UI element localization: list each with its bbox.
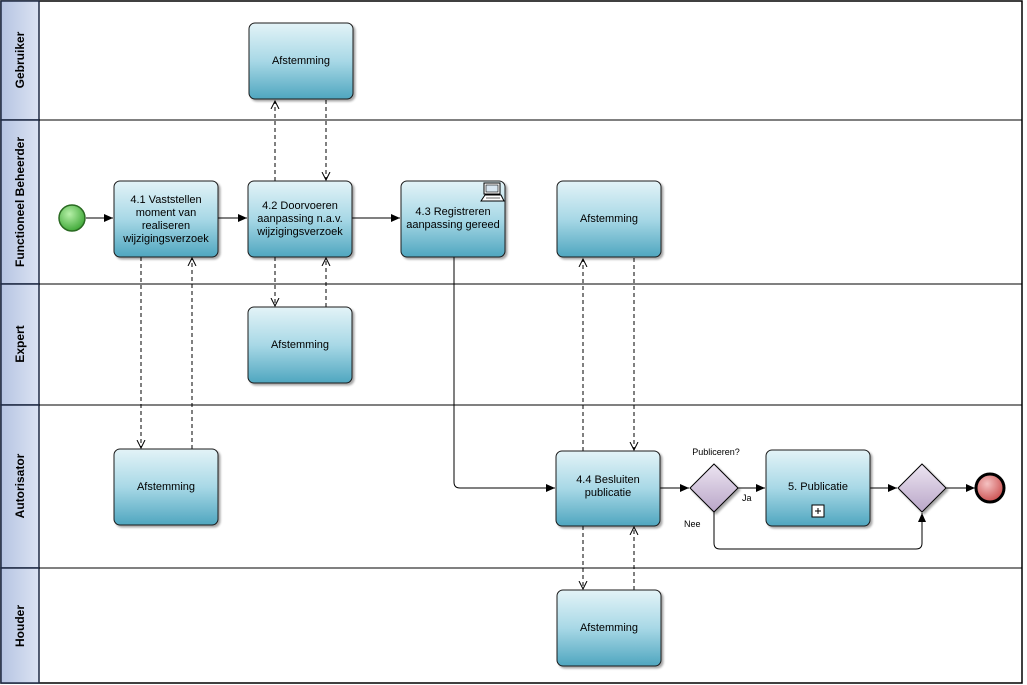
lane-expert: Expert bbox=[0, 283, 40, 406]
task-label-line: aanpassing n.a.v. bbox=[257, 213, 342, 225]
lane-functioneel-beheerder: Functioneel Beheerder bbox=[0, 119, 40, 285]
task-label: Afstemming bbox=[271, 339, 329, 351]
task-afstemming-houder: Afstemming bbox=[556, 589, 662, 667]
task-4-3-registreren: 4.3 Registreren aanpassing gereed bbox=[400, 180, 506, 258]
task-4-4-besluiten: 4.4 Besluiten publicatie bbox=[555, 450, 661, 527]
gateway-publiceren bbox=[689, 463, 739, 513]
expand-plus-icon bbox=[811, 504, 825, 518]
task-label: Afstemming bbox=[137, 481, 195, 493]
task-label-line: 4.2 Doorvoeren bbox=[262, 200, 338, 212]
lane-houder: Houder bbox=[0, 567, 40, 684]
lane-gebruiker: Gebruiker bbox=[0, 0, 40, 121]
sequence-flows bbox=[86, 214, 975, 550]
task-label-line: realiseren bbox=[142, 220, 190, 232]
lane-label-houder: Houder bbox=[13, 605, 27, 647]
task-label: Afstemming bbox=[580, 213, 638, 225]
task-afstemming-functioneel: Afstemming bbox=[556, 180, 662, 258]
task-label-line: wijzigingsverzoek bbox=[122, 233, 209, 245]
task-label-line: 4.4 Besluiten bbox=[576, 474, 640, 486]
lane-label-gebruiker: Gebruiker bbox=[13, 31, 27, 88]
sequence-flow-no bbox=[713, 512, 926, 550]
gateway-no-label: Nee bbox=[684, 519, 701, 529]
task-afstemming-autorisator: Afstemming bbox=[113, 448, 219, 526]
gateway-yes-label: Ja bbox=[742, 493, 752, 503]
computer-icon bbox=[480, 182, 505, 202]
task-afstemming-gebruiker: Afstemming bbox=[248, 22, 354, 100]
subprocess-5-publicatie: 5. Publicatie bbox=[765, 449, 871, 527]
task-4-1-vaststellen: 4.1 Vaststellen moment van realiseren wi… bbox=[113, 180, 219, 258]
task-label: Afstemming bbox=[272, 55, 330, 67]
dashed-flows bbox=[141, 100, 634, 590]
end-event bbox=[974, 472, 1006, 504]
task-4-2-doorvoeren: 4.2 Doorvoeren aanpassing n.a.v. wijzigi… bbox=[247, 180, 353, 258]
gateway-question-label: Publiceren? bbox=[692, 447, 740, 457]
task-label-line: aanpassing gereed bbox=[406, 219, 500, 231]
gateway-merge bbox=[897, 463, 947, 513]
lane-label-autorisator: Autorisator bbox=[13, 453, 27, 518]
task-label-line: 4.1 Vaststellen bbox=[130, 194, 201, 206]
sequence-flow bbox=[453, 257, 555, 492]
task-label-line: 4.3 Registreren bbox=[415, 206, 490, 218]
task-label-line: moment van bbox=[136, 207, 197, 219]
task-label: Afstemming bbox=[580, 622, 638, 634]
task-afstemming-expert: Afstemming bbox=[247, 306, 353, 384]
start-event bbox=[58, 204, 86, 232]
task-label-line: wijzigingsverzoek bbox=[256, 226, 343, 238]
lane-label-functioneel-beheerder: Functioneel Beheerder bbox=[13, 137, 27, 267]
task-label-line: publicatie bbox=[585, 487, 631, 499]
task-label: 5. Publicatie bbox=[788, 481, 848, 493]
lane-label-expert: Expert bbox=[13, 325, 27, 362]
lane-autorisator: Autorisator bbox=[0, 404, 40, 569]
